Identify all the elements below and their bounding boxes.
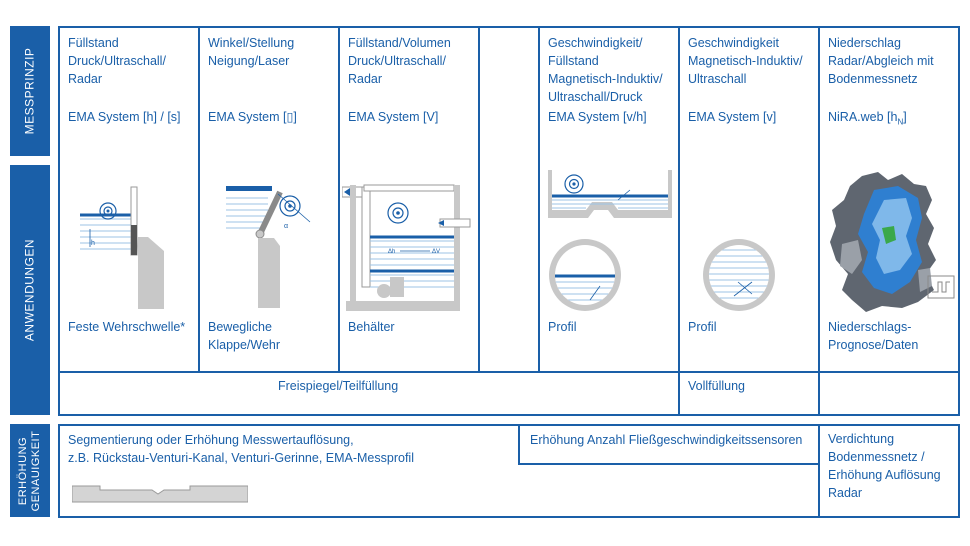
col6-system: NiRA.web [hN] [828,108,907,132]
col2-principle: Winkel/Stellung Neigung/Laser [208,36,295,68]
col-divider [678,26,680,416]
col4-system: EMA System [v/h] [548,110,647,124]
col1-application: Feste Wehrschwelle* [68,320,186,334]
full-pipe-illustration [703,239,775,311]
side-label-anwendungen: ANWENDUNGEN [10,165,50,415]
accuracy-grid [58,424,960,518]
col2-system: EMA System [▯] [208,110,297,124]
accuracy-divider [518,424,520,464]
col3-principle: Füllstand/Volumen Druck/Ultraschall/ Rad… [348,36,451,86]
col4-principle: Geschwindigkeit/ Füllstand Magnetisch-In… [548,36,663,104]
side-label-messprinzip-text: MESSPRINZIP [22,47,37,135]
col1-principle: Füllstand Druck/Ultraschall/ Radar [68,36,166,86]
accuracy-sensors: Erhöhung Anzahl Fließgeschwindigkeitssen… [530,433,803,447]
col-divider [538,26,540,372]
partial-pipe-illustration [549,239,621,311]
col6-system-main: NiRA.web [h [828,110,898,124]
tank-dv-label: ΔV [432,249,440,255]
col5-principle: Geschwindigkeit Magnetisch-Induktiv/ Ult… [688,36,803,86]
accuracy-divider [818,424,820,518]
main-grid [58,26,960,416]
accuracy-segment: Segmentierung oder Erhöhung Messwertaufl… [68,433,414,465]
channel-profile-illustration [548,170,672,218]
flap-alpha-label: α [284,223,288,230]
col-divider [478,26,480,372]
accuracy-density: Verdichtung Bodenmessnetz / Erhöhung Auf… [828,432,941,500]
col6-system-end: ] [903,110,907,124]
side-label-anwendungen-text: ANWENDUNGEN [22,238,37,342]
fixed-weir-illustration: h [80,186,164,309]
side-label-messprinzip: MESSPRINZIP [10,26,50,156]
col-divider [198,26,200,372]
col4-application: Profil [548,320,577,334]
tank-illustration: Δh ΔV [342,184,471,311]
col5-application: Profil [688,320,717,334]
col6-application: Niederschlags- Prognose/Daten [828,320,919,352]
flow-freispiegel: Freispiegel/Teilfüllung [278,379,399,393]
col2-application: Bewegliche Klappe/Wehr [208,320,281,352]
weir-h-label: h [91,240,95,247]
flap-weir-illustration: α [226,186,311,308]
segment-profile-illustration [72,485,248,503]
col1-system: EMA System [h] / [s] [68,110,181,124]
col-divider [338,26,340,372]
col3-application: Behälter [348,320,395,334]
tank-dh-label: Δh [388,249,395,255]
precipitation-map-illustration [830,172,955,312]
col3-system: EMA System [V] [348,110,439,124]
flow-vollfuellung: Vollfüllung [688,379,745,393]
col6-system-sub: N [897,117,904,127]
col5-system: EMA System [v] [688,110,777,124]
col6-principle: Niederschlag Radar/Abgleich mit Bodenmes… [828,36,934,86]
flow-row-divider [58,371,960,373]
accuracy-divider-h [518,463,820,465]
side-label-genauigkeit: ERHÖHUNG GENAUIGKEIT [10,424,50,517]
col-divider [818,26,820,416]
side-label-genauigkeit-text: ERHÖHUNG GENAUIGKEIT [17,430,42,511]
